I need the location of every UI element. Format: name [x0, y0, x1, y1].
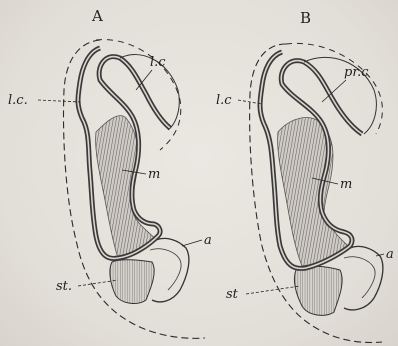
panel-a-stalk	[110, 260, 154, 304]
panel-b: B pr.c l.c m a st	[216, 9, 394, 342]
panel-a-amnion	[152, 238, 189, 301]
panel-b-leader-bottom	[246, 286, 300, 294]
panel-a-leader-right	[182, 240, 202, 246]
panel-a-label-bottom: st.	[56, 279, 72, 294]
panel-b-label-bottom: st	[226, 287, 239, 302]
panel-b-stalk	[294, 266, 342, 315]
panel-b-label-top-right: pr.c	[344, 65, 369, 80]
panel-a-label-middle: m	[148, 167, 160, 182]
panel-a-label-right: a	[204, 233, 212, 248]
panel-b-amnion-inner	[344, 257, 375, 298]
panel-b-letter: B	[300, 9, 311, 27]
panel-a-mesoderm	[96, 116, 156, 258]
panel-b-label-middle: m	[340, 177, 352, 192]
panel-a: A l.c l.c. m a st.	[8, 7, 212, 338]
panel-a-label-top-right: l.c	[150, 55, 166, 70]
panel-a-letter: A	[91, 7, 103, 25]
panel-a-label-top-left: l.c.	[8, 93, 28, 108]
panel-a-amnion-inner	[150, 249, 181, 290]
panel-a-leader-top-left	[38, 100, 80, 102]
panel-b-label-top-left: l.c	[216, 93, 232, 108]
panel-b-label-right: a	[386, 247, 394, 262]
